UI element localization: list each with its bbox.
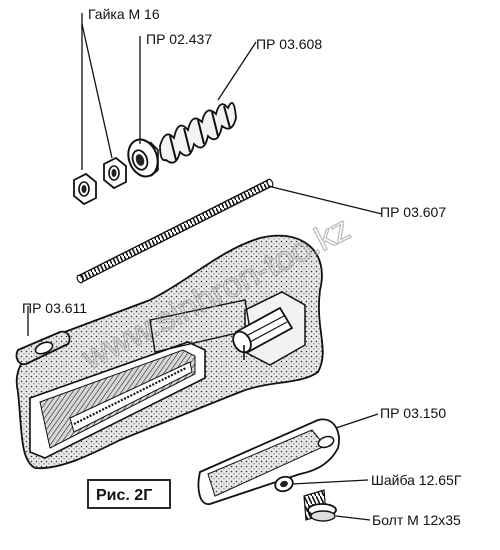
label-pr-03-607: ПР 03.607 (380, 204, 446, 220)
roller-cylinder (232, 306, 294, 360)
hex-nut-right (103, 156, 127, 190)
label-bolt: Болт М 12х35 (372, 512, 461, 528)
wedge-part (197, 418, 340, 505)
washer-part (274, 475, 294, 493)
figure-caption: Рис. 2Г (96, 487, 152, 504)
flanged-nut (127, 138, 159, 178)
leader-lines (27, 13, 383, 521)
plate-part (15, 330, 71, 366)
label-pr-03-608: ПР 03.608 (256, 36, 322, 52)
label-pr-03-150: ПР 03.150 (380, 405, 446, 421)
label-pr-03-611: ПР 03.611 (22, 300, 87, 316)
label-pr-02-437: ПР 02.437 (146, 31, 212, 47)
bolt-part (303, 489, 337, 522)
label-nut-m16: Гайка М 16 (88, 6, 160, 22)
spring (159, 101, 237, 164)
label-washer: Шайба 12.65Г (371, 472, 462, 488)
hex-nut-left (73, 172, 97, 206)
threaded-rod (76, 178, 274, 284)
door-panel (15, 234, 324, 470)
figure-caption-box: Рис. 2Г (87, 479, 171, 509)
